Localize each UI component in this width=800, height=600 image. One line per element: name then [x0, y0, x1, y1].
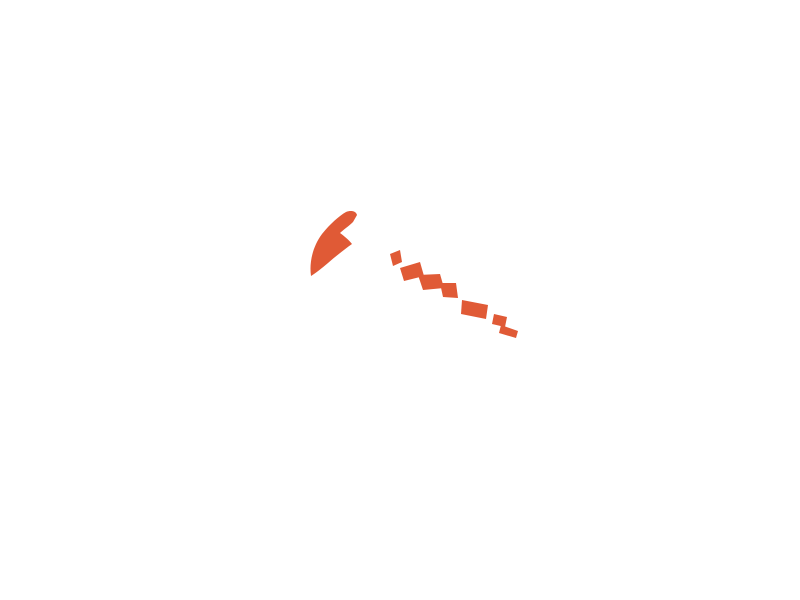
bristle-dash-6 [492, 314, 507, 327]
bristle-dash-2 [400, 262, 424, 281]
bristle-dash-7 [499, 325, 518, 338]
bristle-dash-5 [461, 300, 488, 319]
brush-head-stroke [310, 211, 357, 276]
bristle-dash-1 [390, 250, 402, 266]
bristle-dash-3 [418, 274, 444, 290]
bristle-dash-4 [440, 283, 458, 298]
